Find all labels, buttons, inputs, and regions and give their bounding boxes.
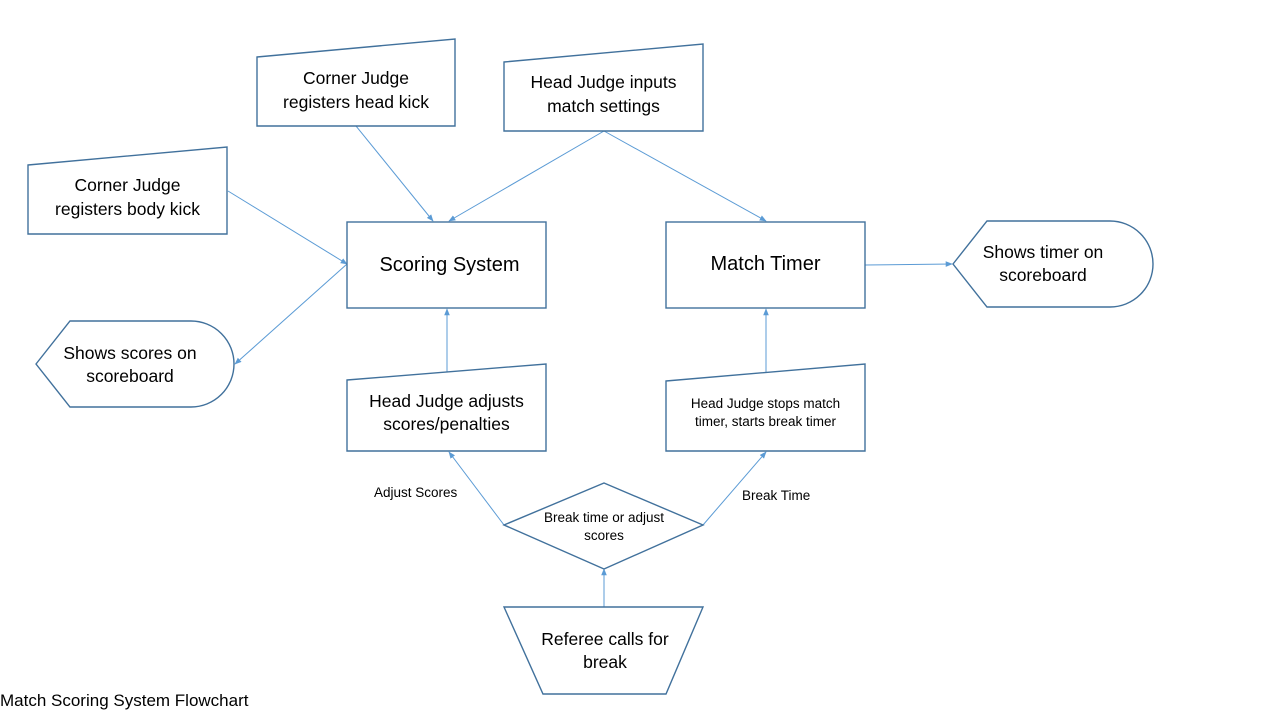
node-referee-break: Referee calls for break: [541, 628, 669, 672]
edge-decision-to-adjusts: [448, 451, 505, 526]
node-head-judge-stops: Head Judge stops match timer, starts bre…: [690, 396, 841, 429]
node-shows-scores: Shows scores on scoreboard: [63, 342, 197, 386]
node-decision-shape: [502, 482, 705, 570]
node-shows-timer: Shows timer on scoreboard: [982, 241, 1104, 285]
edge-settings-to-scoring: [448, 130, 605, 222]
node-head-judge-adjusts: Head Judge adjusts scores/penalties: [369, 390, 524, 434]
node-match-timer: Match Timer: [710, 252, 821, 275]
node-decision: Break time or adjust scores: [543, 510, 665, 543]
edges: [227, 125, 953, 607]
edge-head-kick-to-scoring: [355, 125, 434, 222]
node-shows-timer-shape: [952, 220, 1154, 308]
node-match-timer-shape: [665, 221, 866, 309]
node-corner-judge-head: Corner Judge registers head kick: [283, 68, 429, 112]
shapes: [27, 38, 1154, 695]
edge-scoring-to-scores-display: [234, 263, 348, 365]
diagram-title: Match Scoring System Flowchart: [0, 691, 249, 710]
edge-settings-to-timer: [603, 130, 767, 222]
node-head-judge-stops-shape: [665, 363, 866, 452]
edge-decision-to-stops: [702, 451, 767, 526]
edge-label-adjust-scores: Adjust Scores: [374, 485, 458, 500]
node-corner-judge-body-shape: [27, 146, 228, 235]
node-scoring-system: Scoring System: [379, 253, 520, 276]
edge-timer-to-timer-display: [864, 261, 953, 267]
node-corner-judge-head-shape: [256, 38, 456, 127]
node-head-judge-adjusts-shape: [346, 363, 547, 452]
edge-label-break-time: Break Time: [742, 488, 811, 503]
node-head-judge-settings-shape: [503, 43, 704, 132]
node-scoring-system-shape: [346, 221, 547, 309]
node-referee-break-shape: [502, 606, 705, 695]
edge-body-kick-to-scoring: [227, 190, 348, 265]
node-shows-scores-shape: [35, 320, 235, 408]
node-corner-judge-body: Corner Judge registers body kick: [55, 175, 200, 219]
node-head-judge-settings: Head Judge inputs match settings: [530, 72, 677, 116]
